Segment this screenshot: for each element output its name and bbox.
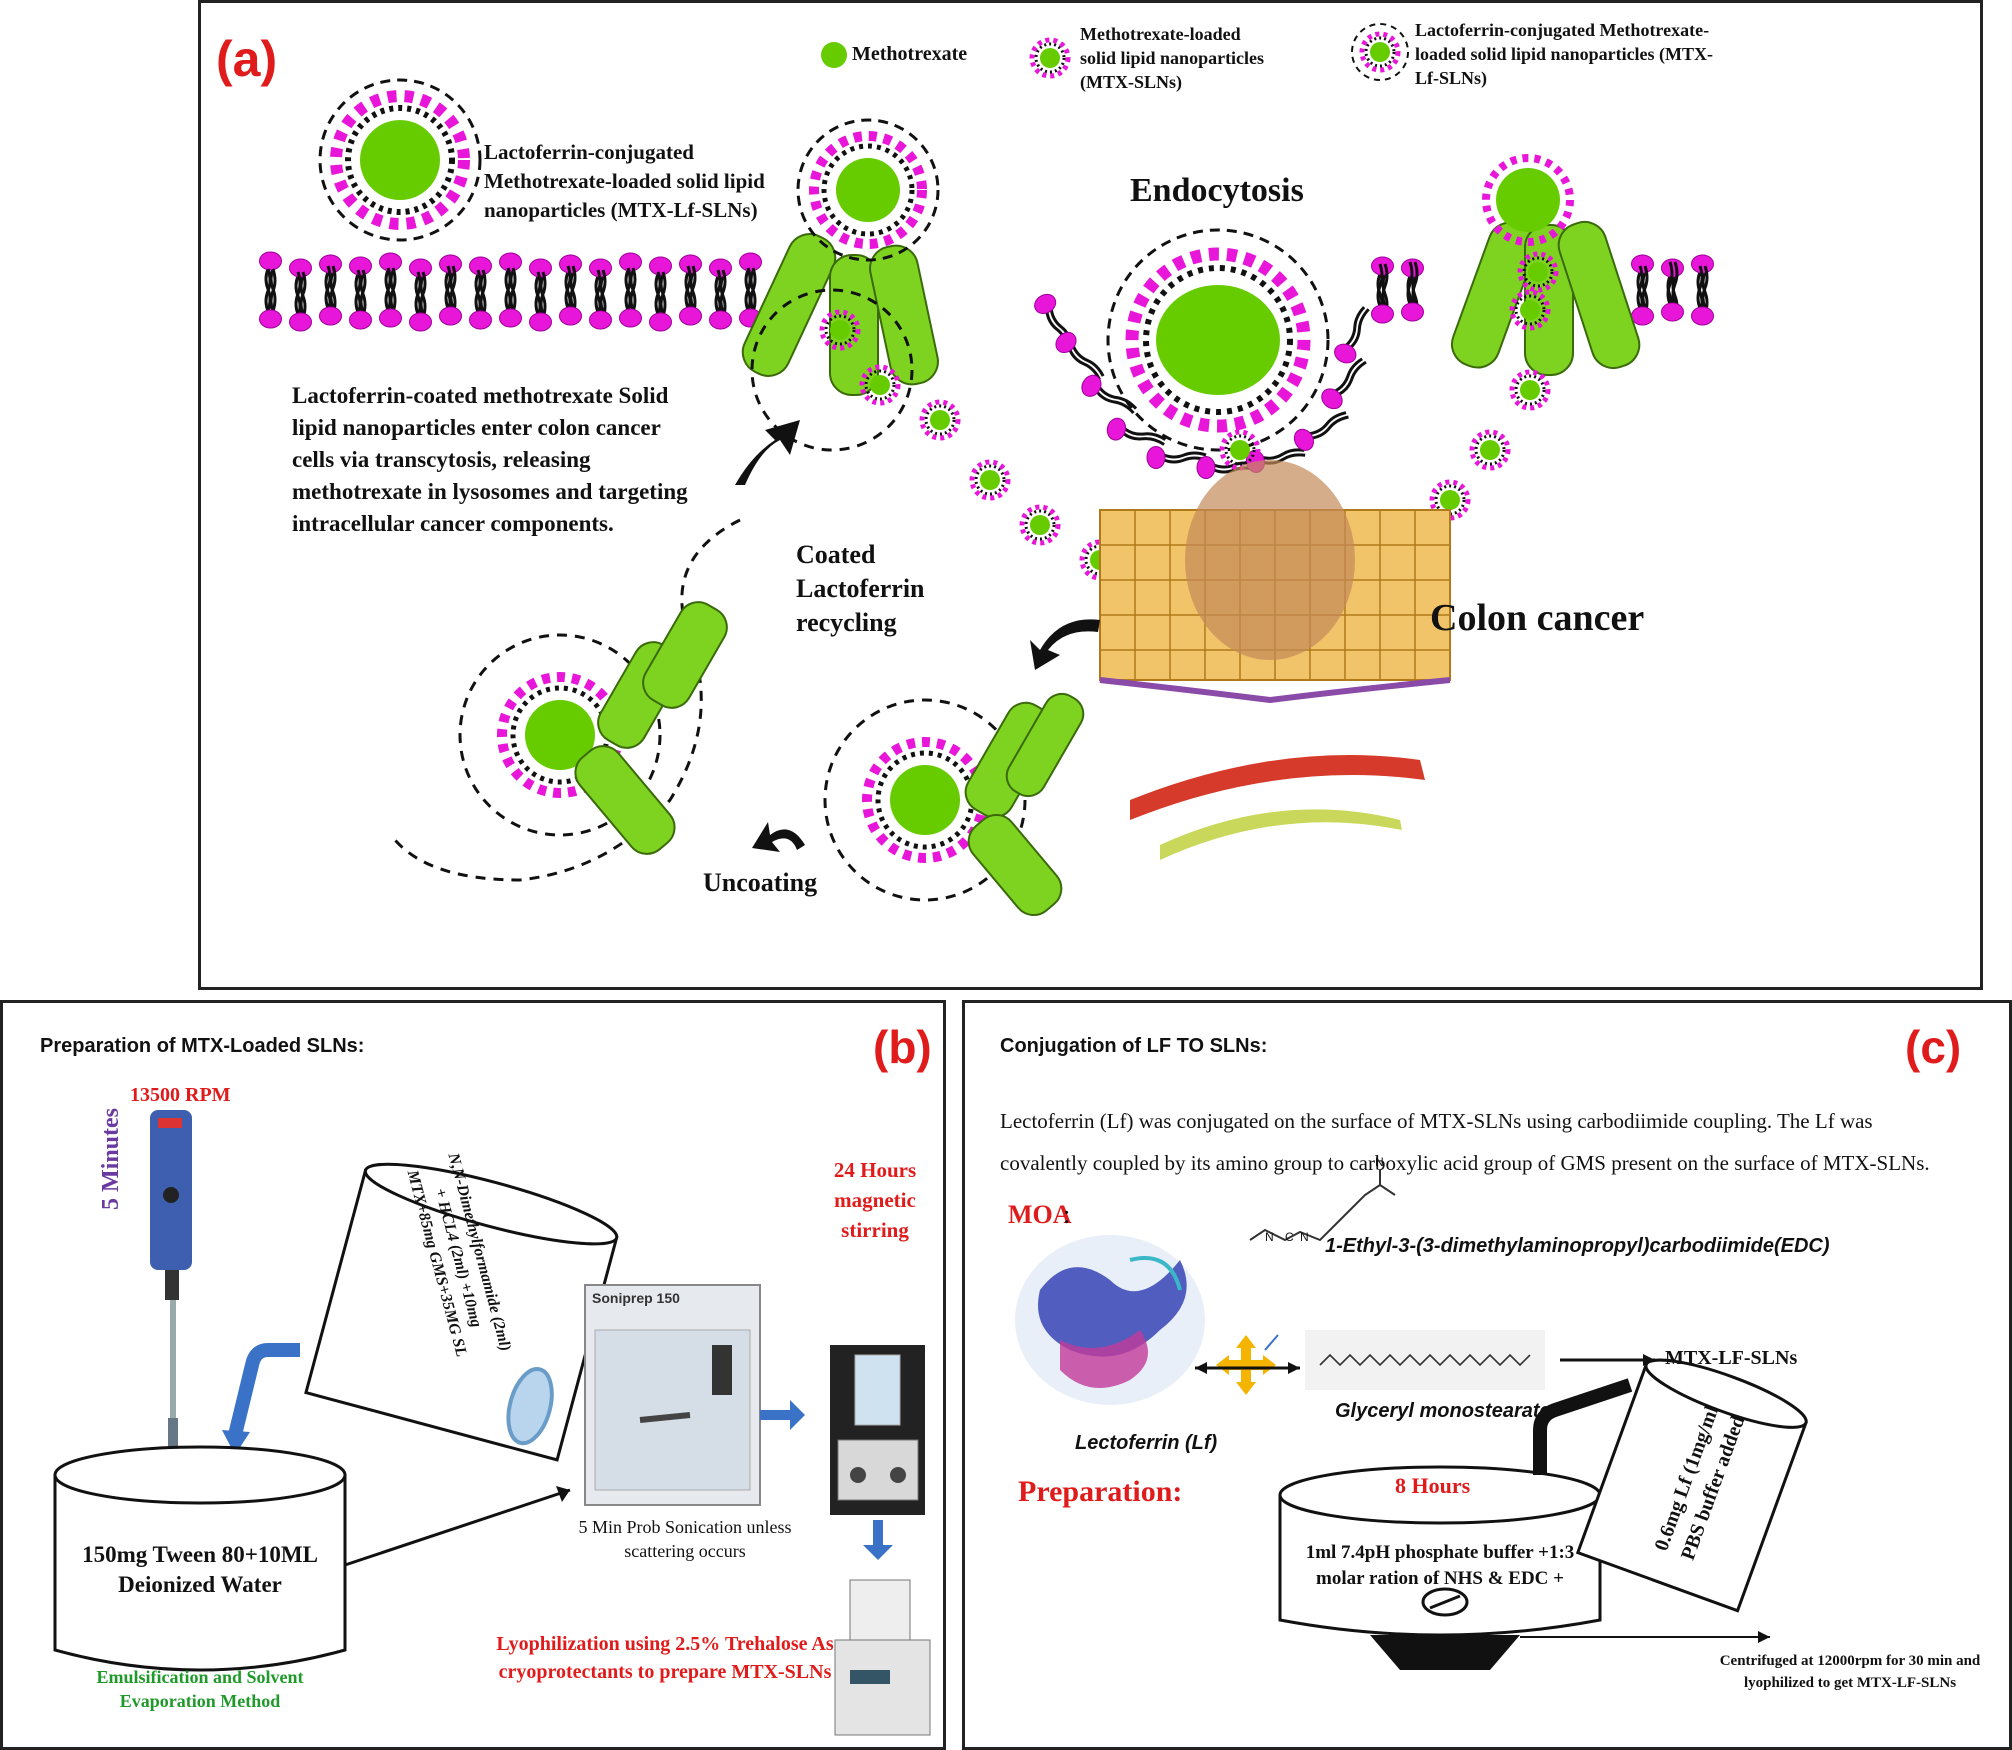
panel-a [198, 0, 1983, 990]
panel-c-title: Conjugation of LF TO SLNs: [1000, 1035, 1268, 1057]
edc-atom-n2: N [1265, 1230, 1274, 1244]
rpm-label: 13500 RPM [130, 1084, 231, 1106]
gms-structure [1319, 1353, 1531, 1367]
colon-tissue [1099, 460, 1451, 860]
panel-c-tag: (c) [1905, 1021, 1962, 1073]
pour-arrow-c [1533, 1378, 1633, 1475]
sonication-label: 5 Min Prob Sonication unless scattering … [578, 1517, 792, 1561]
np-endocytosis [1106, 228, 1330, 452]
magnetic-stirrer-icon [830, 1345, 925, 1515]
stirrer-plate [1370, 1635, 1520, 1670]
np-label-top-left: Lactoferrin-conjugated Methotrexate-load… [484, 140, 765, 222]
panel-c-intro: Lectoferrin (Lf) was conjugated on the s… [1000, 1109, 1930, 1175]
gms-label: Glyceryl monostearate [1335, 1400, 1551, 1422]
product-label: MTX-LF-SLNs [1665, 1347, 1798, 1369]
legend-mtx-sln-label: Methotrexate-loaded solid lipid nanopart… [1080, 24, 1265, 92]
hours-label: 8 Hours [1395, 1473, 1471, 1498]
lf-label: Lectoferrin (Lf) [1075, 1432, 1218, 1454]
lyophilization-label: Lyophilization using 2.5% Trehalose As c… [496, 1633, 834, 1683]
edc-atom-c: C [1285, 1230, 1294, 1244]
transcytosis-description: Lactoferrin-coated methotrexate Solid li… [292, 383, 688, 536]
centrifuge-label: Centrifuged at 12000rpm for 30 min and l… [1719, 1653, 1981, 1691]
lf-receptor-left [741, 233, 939, 396]
recycling-cycle [393, 288, 1027, 902]
beaker-contents: 150mg Tween 80+10ML Deionized Water [82, 1542, 318, 1597]
tween-beaker [53, 1445, 347, 1672]
homogenizer-icon [150, 1110, 192, 1448]
soniprep-label: Soniprep 150 [592, 1290, 680, 1306]
colon-cancer-label: Colon cancer [1430, 597, 1645, 639]
preparation-label: Preparation: [1018, 1475, 1183, 1508]
tilted-beaker [304, 1162, 619, 1462]
pour-arrow [228, 1343, 300, 1437]
cycle-arrows [735, 420, 1100, 852]
np-recycling-1 [497, 601, 728, 855]
legend-mtx-lf-sln-label: Lactoferrin-conjugated Methotrexate-load… [1415, 20, 1714, 88]
edc-label: 1-Ethyl-3-(3-dimethylaminopropyl)carbodi… [1325, 1235, 1830, 1257]
panel-b-tag: (b) [873, 1021, 932, 1073]
conjugation-beaker [1278, 1465, 1602, 1670]
legend-methotrexate-label: Methotrexate [852, 43, 968, 65]
moa-colon: : [1063, 1200, 1071, 1229]
np-recycling-2 [862, 692, 1085, 917]
uncoating-label: Uncoating [703, 868, 818, 897]
edc-atom-n3: N [1300, 1230, 1309, 1244]
recycling-label: Coated Lactoferrin recycling [796, 540, 925, 637]
stirring-label: 24 Hours magnetic stirring [833, 1158, 917, 1242]
panel-a-tag: (a) [216, 31, 278, 87]
endocytosis-label: Endocytosis [1130, 172, 1304, 209]
reaction-arrow-icon [1216, 1335, 1276, 1395]
method-label: Emulsification and Solvent Evaporation M… [96, 1667, 304, 1711]
np-receptor-left [796, 118, 940, 262]
edc-structure [1249, 1170, 1396, 1242]
buffer-label: 1ml 7.4pH phosphate buffer +1:3 molar ra… [1305, 1542, 1575, 1589]
lactoferrin-protein-icon [1015, 1235, 1205, 1405]
moa-label: MOA [1008, 1200, 1072, 1229]
np-receptor-right [1482, 154, 1574, 246]
sonicator-icon [584, 1284, 761, 1506]
lf-pour-beaker [1575, 1358, 1808, 1613]
legend-mtx-lf-sln-icon [1351, 23, 1409, 81]
panel-a-graphics [258, 23, 1715, 917]
edc-atom-n1: N [1375, 1155, 1384, 1169]
np-top-left [318, 78, 482, 242]
panel-b-title: Preparation of MTX-Loaded SLNs: [40, 1035, 365, 1057]
freeze-dryer-icon [834, 1579, 931, 1736]
legend-methotrexate-icon [821, 42, 847, 68]
